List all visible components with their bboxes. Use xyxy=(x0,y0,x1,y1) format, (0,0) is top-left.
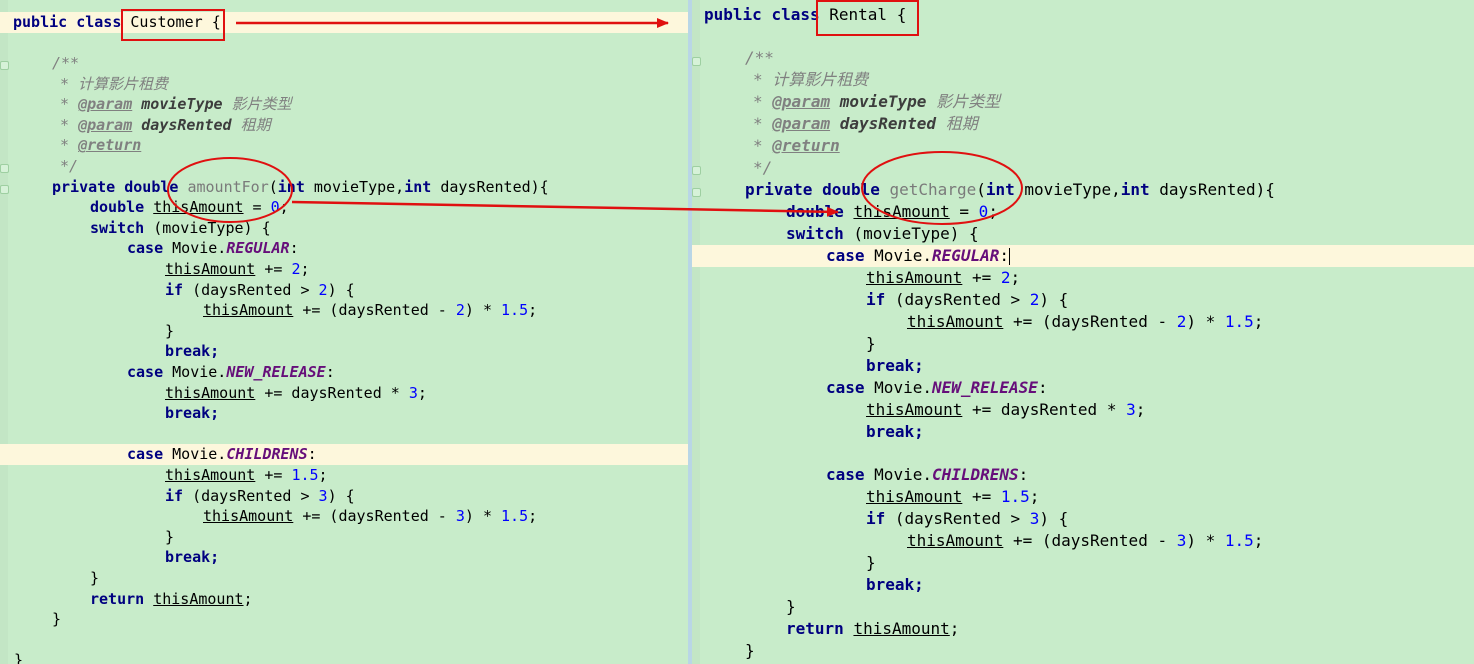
doc-comment-open: /** xyxy=(745,48,774,67)
class-declaration: public class Rental { xyxy=(704,5,907,24)
code-line: } xyxy=(52,610,62,629)
doc-param-daysrented: * @param daysRented 租期 xyxy=(753,114,978,133)
fold-marker-icon[interactable] xyxy=(0,61,9,70)
method-name[interactable]: getCharge xyxy=(889,180,977,199)
fold-marker-icon[interactable] xyxy=(0,164,9,173)
code-line: switch (movieType) { xyxy=(90,218,271,237)
code-line: break; xyxy=(165,342,220,361)
gutter xyxy=(0,0,8,664)
method-name[interactable]: amountFor xyxy=(187,177,269,196)
code-line: } xyxy=(14,651,24,664)
code-line: thisAmount += 2; xyxy=(165,260,310,278)
code-line: case Movie.CHILDRENS: xyxy=(826,465,1029,484)
editor-pane-customer[interactable]: public class Customer { /** * 计算影片租费 * @… xyxy=(0,0,688,664)
code-line: } xyxy=(90,569,100,587)
doc-comment-open: /** xyxy=(52,54,80,72)
doc-comment-desc: * 计算影片租费 xyxy=(753,70,869,89)
class-declaration: public class Customer { xyxy=(0,12,688,33)
code-line: return thisAmount; xyxy=(786,619,960,638)
doc-comment-close: */ xyxy=(753,158,773,177)
code-line: } xyxy=(786,597,796,616)
fold-marker-icon[interactable] xyxy=(692,57,701,66)
code-line: thisAmount += 2; xyxy=(866,268,1021,287)
code-line: thisAmount += 1.5; xyxy=(165,466,328,484)
code-line: if (daysRented > 2) { xyxy=(866,290,1069,309)
code-line: if (daysRented > 2) { xyxy=(165,280,355,299)
doc-return: * @return xyxy=(60,136,142,155)
doc-comment-close: */ xyxy=(60,157,79,175)
code-line: } xyxy=(866,553,876,572)
code-line: } xyxy=(745,641,755,660)
code-line: break; xyxy=(165,548,220,567)
doc-return: * @return xyxy=(753,136,840,155)
code-line: double thisAmount = 0; xyxy=(90,198,289,217)
code-line-current: case Movie.REGULAR: xyxy=(692,245,1474,267)
pane-splitter[interactable] xyxy=(688,0,692,664)
fold-marker-icon[interactable] xyxy=(692,166,701,175)
code-line: } xyxy=(165,321,175,340)
code-line: if (daysRented > 3) { xyxy=(165,486,355,505)
code-line: thisAmount += (daysRented - 2) * 1.5; xyxy=(907,312,1264,331)
code-line: thisAmount += (daysRented - 3) * 1.5; xyxy=(907,531,1264,550)
code-line: } xyxy=(165,527,175,546)
code-line-current: case Movie.CHILDRENS: xyxy=(0,444,688,465)
doc-param-movietype: * @param movieType 影片类型 xyxy=(60,95,292,114)
code-line: return thisAmount; xyxy=(90,589,253,608)
code-line: thisAmount += 1.5; xyxy=(866,487,1040,506)
editor-pane-rental[interactable]: public class Rental { /** * 计算影片租费 * @pa… xyxy=(692,0,1474,664)
code-line: break; xyxy=(866,356,924,375)
gutter xyxy=(692,0,700,664)
code-line: thisAmount += daysRented * 3; xyxy=(165,383,427,402)
code-line: thisAmount += daysRented * 3; xyxy=(866,400,1146,419)
text-caret xyxy=(1009,248,1011,265)
fold-marker-icon[interactable] xyxy=(0,185,9,194)
code-line: thisAmount += (daysRented - 2) * 1.5; xyxy=(203,301,538,320)
code-line: break; xyxy=(866,575,924,594)
doc-comment-desc: * 计算影片租费 xyxy=(60,74,169,93)
code-line: thisAmount += (daysRented - 3) * 1.5; xyxy=(203,507,538,526)
code-line: case Movie.NEW_RELEASE: xyxy=(127,363,335,381)
code-line: break; xyxy=(165,404,220,423)
code-line: double thisAmount = 0; xyxy=(786,202,998,221)
code-line: case Movie.NEW_RELEASE: xyxy=(826,378,1048,397)
method-signature-getcharge: private double getCharge(int movieType,i… xyxy=(745,180,1275,199)
doc-param-movietype: * @param movieType 影片类型 xyxy=(753,92,1001,111)
code-line: switch (movieType) { xyxy=(786,224,979,243)
fold-marker-icon[interactable] xyxy=(692,188,701,197)
code-line: break; xyxy=(866,422,924,441)
method-signature-amountfor: private double amountFor(int movieType,i… xyxy=(52,177,549,196)
doc-param-daysrented: * @param daysRented 租期 xyxy=(60,115,271,134)
code-line: } xyxy=(866,334,876,353)
code-line: if (daysRented > 3) { xyxy=(866,509,1069,528)
code-line: case Movie.REGULAR: xyxy=(127,239,299,258)
